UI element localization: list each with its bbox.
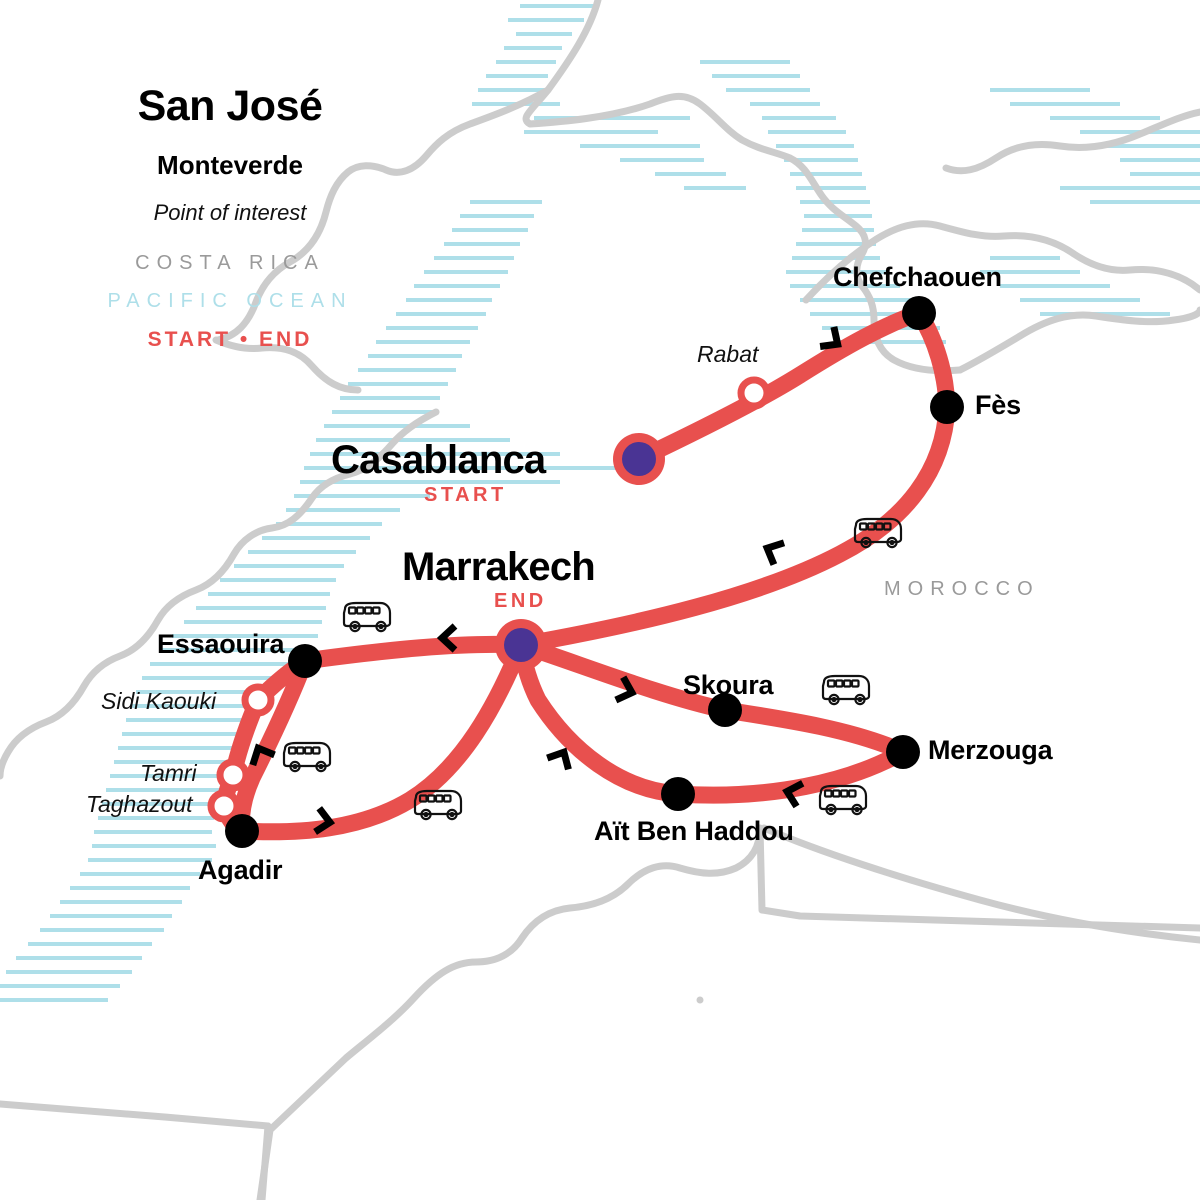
stop-dot [225,814,259,848]
border-sahara-north [212,336,362,394]
stop-dot [902,296,936,330]
route-casablanca-rabat-chefchaouen [630,304,928,468]
poi-ring [207,789,241,823]
city-label-skoura: Skoura [683,670,774,700]
route-direction-arrow-icon [436,623,458,653]
poi-ring [216,758,250,792]
route-direction-arrow-icon [313,806,336,835]
stop-dot [886,735,920,769]
route-direction-arrow-icon [819,326,842,350]
coastline-south-mid [0,408,440,780]
legend-start-end: START • END [147,328,313,351]
route-merzouga-aitbenhaddou [669,743,912,804]
trip-tag-start: START [424,484,507,506]
city-marker-agadir[interactable] [225,814,259,848]
legend-point-of-interest: Point of interest [153,200,307,225]
border-rif-north [802,220,1200,304]
bus-icon [818,784,868,816]
coastline-atlantic [522,0,964,375]
bus-icon [853,517,903,549]
city-marker-rabat[interactable] [737,376,771,410]
city-label-merzouga: Merzouga [928,735,1053,765]
city-node-layer [207,296,964,848]
city-label-agadir: Agadir [198,855,283,885]
country-label-morocco: MOROCCO [884,578,1040,600]
city-marker-merzouga[interactable] [886,735,920,769]
route-essaouira-agadir [233,652,314,840]
border-morocco-algeria-ne [942,108,1200,175]
border-south-lower [0,1100,272,1130]
hub-core [504,628,538,662]
city-label-sidi-kaouki: Sidi Kaouki [101,688,217,714]
border-far-south [760,824,1200,944]
city-marker-sidi-kaouki[interactable] [241,683,275,717]
legend-ocean: PACIFIC OCEAN [107,290,353,312]
legend-major-city: San José [137,82,323,130]
city-marker-a-t-ben-haddou[interactable] [661,777,695,811]
poi-ring [737,376,771,410]
bus-icon [342,601,392,633]
coastline-west [214,86,552,344]
city-marker-f-s[interactable] [930,390,964,424]
coastline-central [956,306,1200,374]
city-marker-skoura[interactable] [708,693,742,727]
route-direction-arrow-icon [762,539,786,566]
ocean-hatching-layer [0,4,1200,1002]
city-marker-marrakech[interactable] [495,619,547,671]
city-marker-essaouira[interactable] [288,644,322,678]
city-label-f-s: Fès [975,390,1021,420]
border-south-stub [258,1122,272,1200]
route-agadir-marrakech [233,636,530,841]
city-label-casablanca: Casablanca [331,438,546,482]
city-label-a-t-ben-haddou: Aït Ben Haddou [594,816,794,846]
city-marker-tamri[interactable] [216,758,250,792]
map-legend: San José Monteverde Point of interest CO… [0,0,460,360]
bus-icon [821,674,871,706]
stop-dot [661,777,695,811]
city-label-chefchaouen: Chefchaouen [833,262,1002,292]
city-label-taghazout: Taghazout [86,791,193,817]
city-marker-casablanca[interactable] [613,433,665,485]
city-label-marrakech: Marrakech [402,545,596,589]
hub-core [622,442,656,476]
legend-country: COSTA RICA [135,252,325,274]
city-label-rabat: Rabat [697,341,759,367]
route-fes-marrakech [512,398,956,654]
bus-icon [413,789,463,821]
route-skoura-merzouga [716,701,912,761]
route-direction-arrow-icon [249,743,276,767]
border-south-main [256,824,1200,1200]
stop-dot [930,390,964,424]
city-label-essaouira: Essaouira [157,629,285,659]
route-direction-arrow-icon [782,780,805,809]
city-label-tamri: Tamri [140,760,197,786]
legend-minor-city: Monteverde [157,150,303,180]
bus-icon [282,741,332,773]
route-arrow-layer [249,326,842,835]
route-marrakech-essaouira [296,635,530,670]
poi-ring [241,683,275,717]
city-marker-taghazout[interactable] [207,789,241,823]
route-direction-arrow-icon [546,747,572,771]
stop-dot [708,693,742,727]
city-marker-chefchaouen[interactable] [902,296,936,330]
stop-dot [288,644,322,678]
route-direction-arrow-icon [614,675,637,704]
trip-tag-end: END [494,590,547,612]
